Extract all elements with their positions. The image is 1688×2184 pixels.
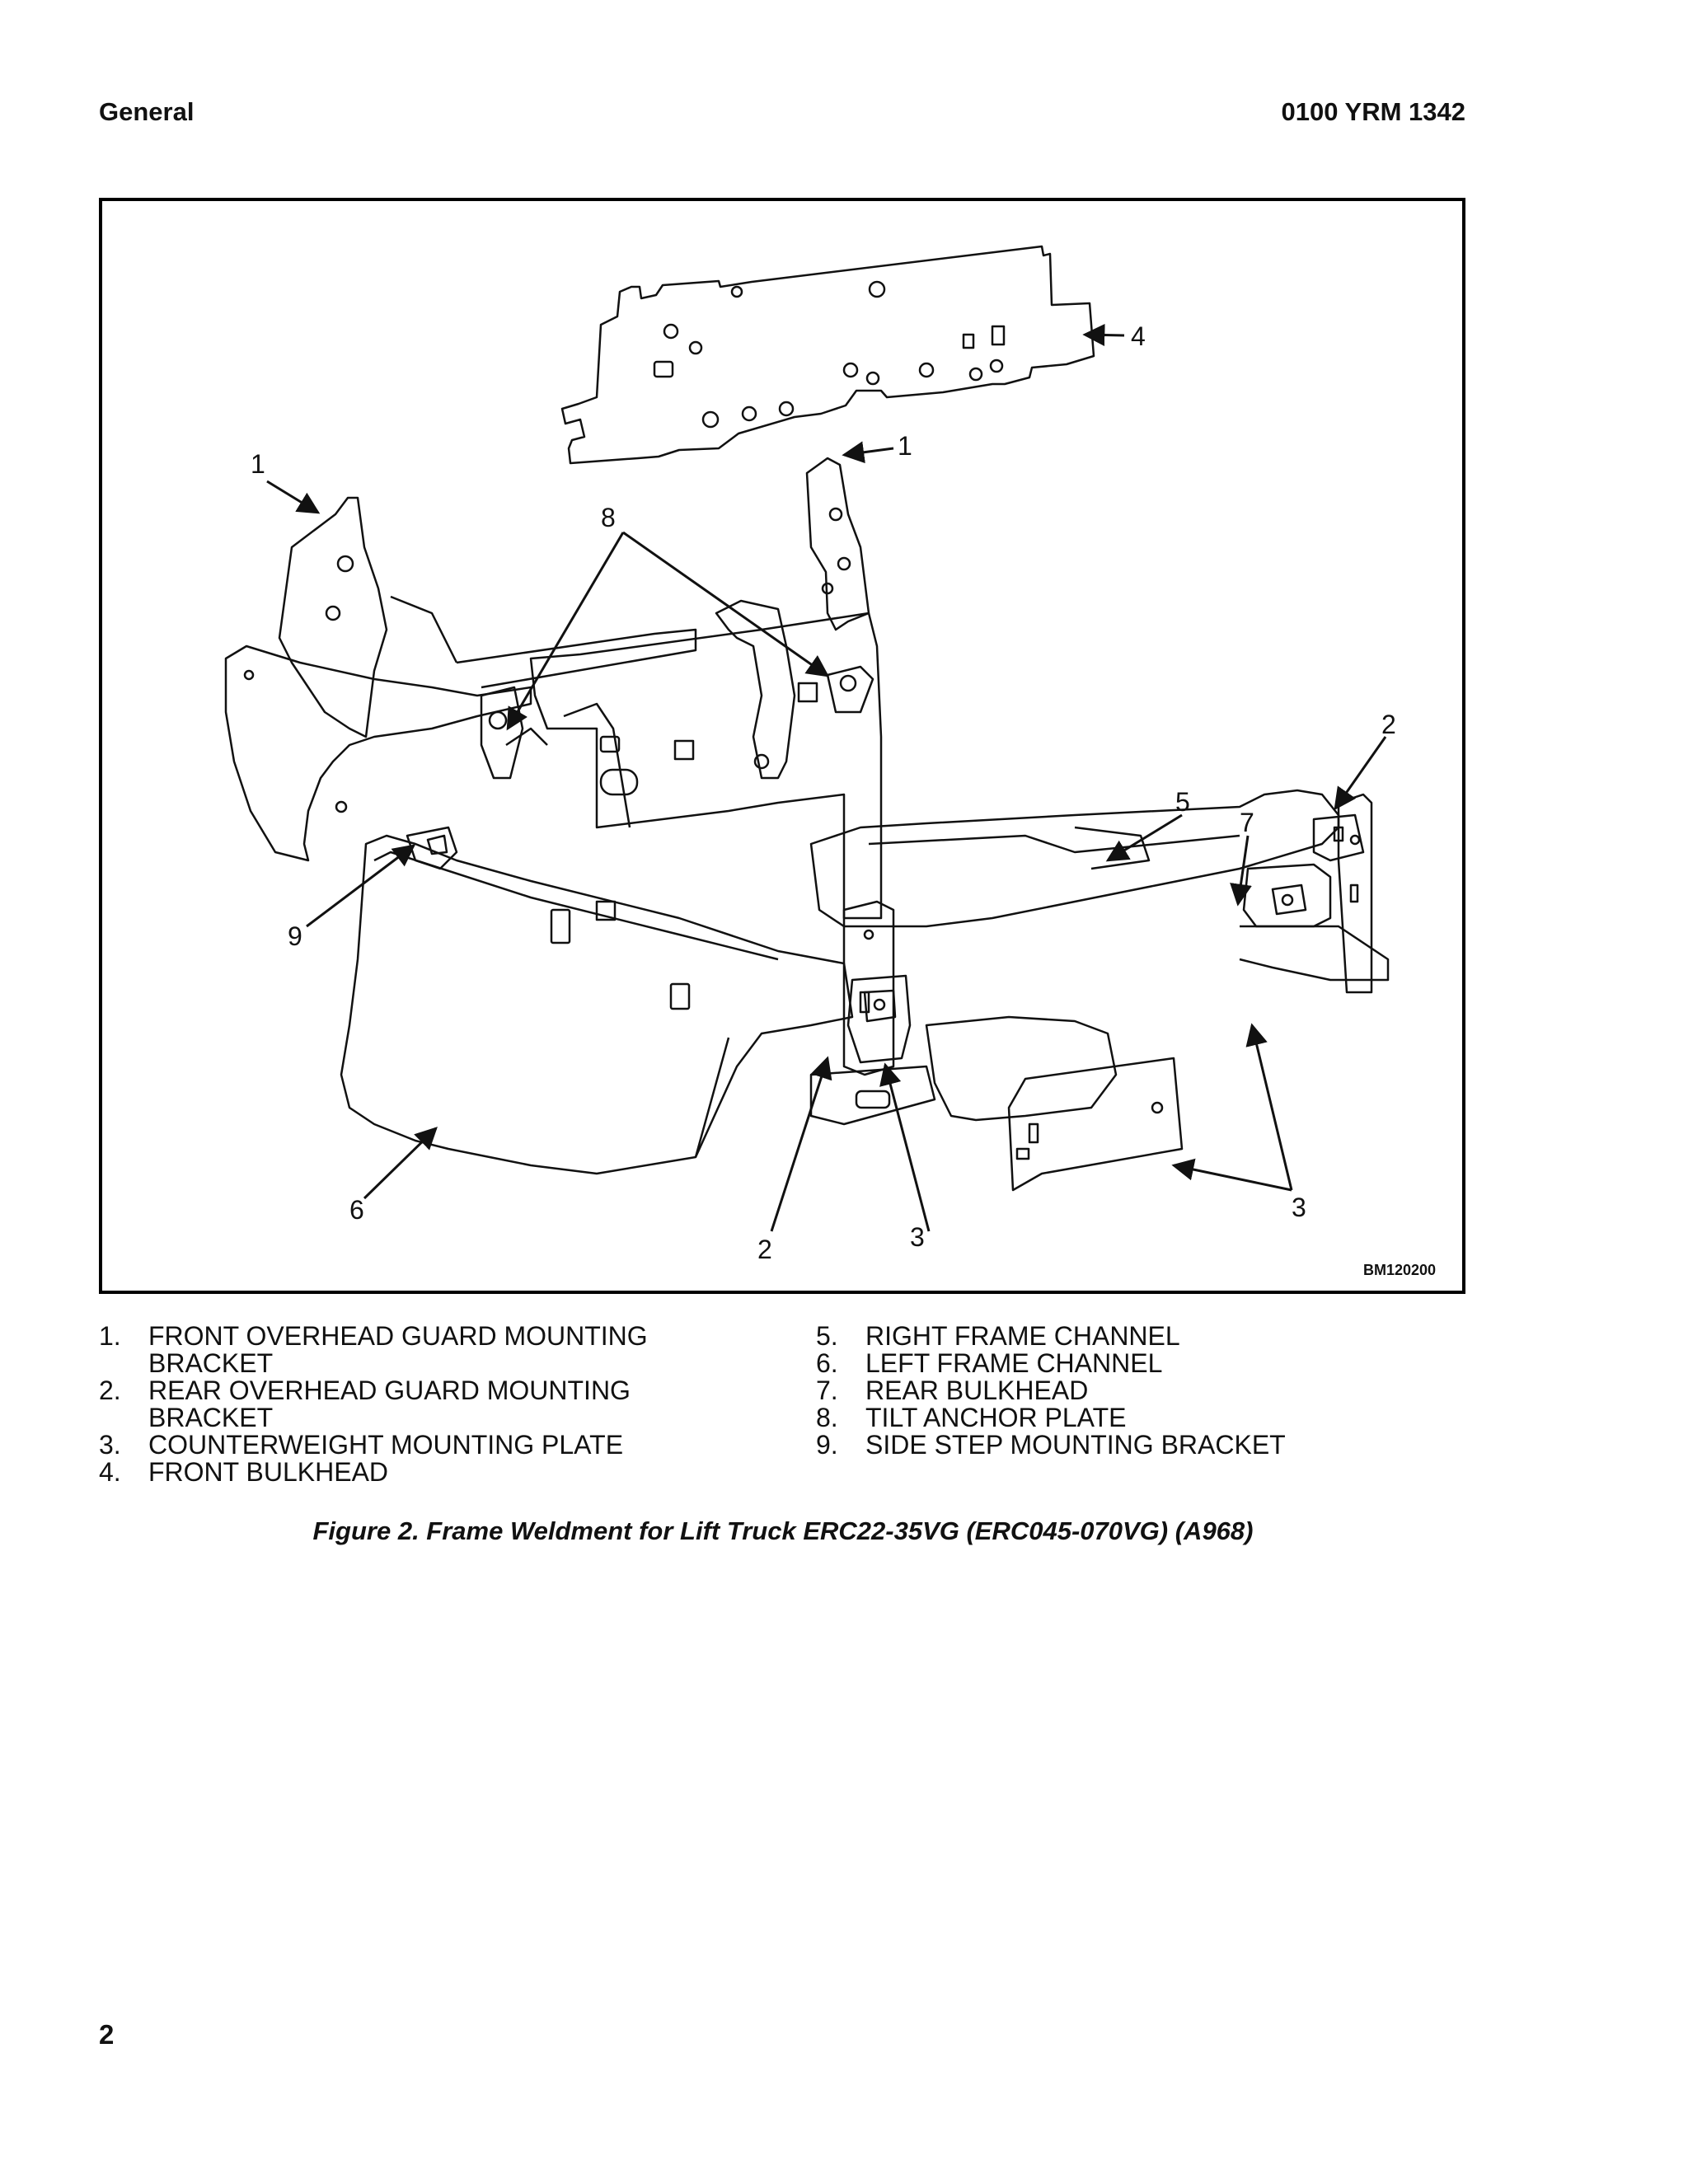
legend-text: RIGHT FRAME CHANNEL [865,1321,1180,1351]
callout-8: 8 [601,503,616,532]
legend-number: 2. [99,1376,121,1405]
figure-frame: 4 1 1 8 2 5 7 9 6 2 3 3 BM120200 [99,198,1465,1294]
leader-lines [266,324,1387,1232]
page-number: 2 [99,2019,115,2050]
legend-item: 1. FRONT OVERHEAD GUARD MOUNTING BRACKET [99,1323,758,1377]
legend-text: FRONT BULKHEAD [148,1457,389,1487]
legend-number: 4. [99,1457,121,1487]
legend-number: 7. [816,1376,838,1405]
callout-3-center: 3 [910,1222,925,1252]
callout-2-left: 2 [757,1235,772,1264]
legend-item: 5. RIGHT FRAME CHANNEL [816,1323,1475,1350]
legend-text: COUNTERWEIGHT MOUNTING PLATE [148,1430,624,1460]
legend-text: SIDE STEP MOUNTING BRACKET [865,1430,1286,1460]
figure-code: BM120200 [1363,1262,1436,1278]
figure-caption: Figure 2. Frame Weldment for Lift Truck … [312,1516,1254,1545]
callout-labels: 4 1 1 8 2 5 7 9 6 2 3 3 BM120200 [251,321,1436,1278]
header-doc-id: 0100 YRM 1342 [1281,97,1465,126]
legend-item: 8. TILT ANCHOR PLATE [816,1404,1475,1432]
legend-item: 3. COUNTERWEIGHT MOUNTING PLATE [99,1432,758,1459]
callout-9: 9 [288,921,302,951]
left-frame-channel-drawing [340,826,854,1175]
legend-item: 7. REAR BULKHEAD [816,1377,1475,1404]
callout-6: 6 [349,1195,364,1225]
front-bulkhead-drawing [560,245,1095,465]
legend-item: 6. LEFT FRAME CHANNEL [816,1350,1475,1377]
frame-weldment-illustration: 4 1 1 8 2 5 7 9 6 2 3 3 BM120200 [224,245,1436,1278]
legend-text: FRONT OVERHEAD GUARD MOUNTING BRACKET [148,1321,648,1378]
legend-text: TILT ANCHOR PLATE [865,1403,1127,1432]
counterweight-plates-drawing [809,974,1184,1192]
legend-text: REAR OVERHEAD GUARD MOUNTING BRACKET [148,1376,631,1432]
callout-3-right: 3 [1292,1193,1306,1222]
legend-number: 5. [816,1321,838,1351]
legend-right-column: 5. RIGHT FRAME CHANNEL 6. LEFT FRAME CHA… [816,1323,1475,1459]
callout-2-right: 2 [1381,710,1396,739]
legend-item: 4. FRONT BULKHEAD [99,1459,758,1486]
legend-number: 3. [99,1430,121,1460]
legend-number: 8. [816,1403,838,1432]
left-side-frame-drawing [224,496,697,862]
callout-1-left: 1 [251,449,265,479]
callout-1-right: 1 [898,431,912,461]
legend-text: REAR BULKHEAD [865,1376,1089,1405]
legend-item: 2. REAR OVERHEAD GUARD MOUNTING BRACKET [99,1377,758,1432]
right-frame-drawing [809,789,1390,1076]
center-structure-drawing [480,457,883,921]
callout-5: 5 [1175,787,1190,817]
legend-number: 6. [816,1348,838,1378]
legend-text: LEFT FRAME CHANNEL [865,1348,1163,1378]
legend-item: 9. SIDE STEP MOUNTING BRACKET [816,1432,1475,1459]
callout-7: 7 [1240,808,1254,837]
header-section: General [99,97,195,126]
callout-4: 4 [1131,321,1146,351]
legend-number: 1. [99,1321,121,1351]
legend-number: 9. [816,1430,838,1460]
legend-left-column: 1. FRONT OVERHEAD GUARD MOUNTING BRACKET… [99,1323,758,1486]
